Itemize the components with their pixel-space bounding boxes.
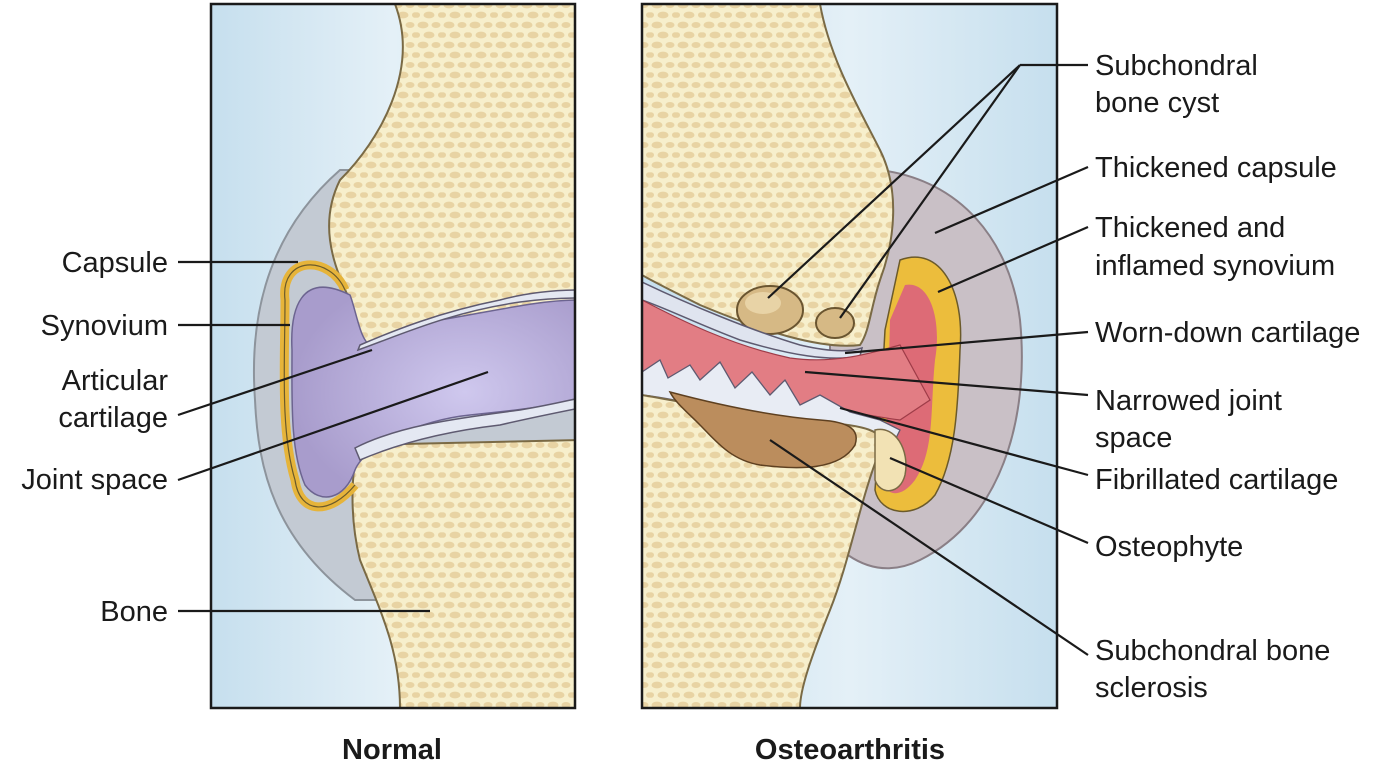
label-joint-space: Joint space — [21, 464, 168, 496]
oa-subchondral-sclerosis — [668, 390, 857, 469]
normal-panel-frame — [209, 2, 577, 710]
oa-subchondral-cyst-small — [815, 307, 855, 339]
label-narrowed-joint-space-line1: Narrowed joint — [1095, 385, 1282, 417]
label-thickened-synovium-line2: inflamed synovium — [1095, 250, 1335, 282]
leader-lines — [177, 63, 1089, 656]
normal-lower-bone — [351, 439, 575, 708]
label-worn-down-cartilage: Worn-down cartilage — [1095, 317, 1360, 349]
label-subchondral-sclerosis-line2: sclerosis — [1095, 672, 1208, 704]
oa-upper-bone — [642, 4, 895, 347]
label-fibrillated-cartilage: Fibrillated cartilage — [1095, 464, 1338, 496]
label-thickened-synovium-line1: Thickened and — [1095, 212, 1285, 244]
osteoarthritis-panel-frame — [640, 2, 1059, 710]
osteoarthritis-panel — [642, 4, 1057, 708]
normal-lower-cartilage — [354, 398, 575, 461]
caption-normal: Normal — [342, 734, 442, 762]
label-subchondral-sclerosis-line1: Subchondral bone — [1095, 635, 1330, 667]
label-thickened-capsule: Thickened capsule — [1095, 152, 1337, 184]
label-articular-cartilage-line1: Articular — [62, 365, 169, 397]
label-articular-cartilage-line2: cartilage — [58, 402, 168, 434]
normal-upper-cartilage — [356, 289, 575, 352]
osteoarthritis-labels: Subchondral bone cyst Thickened capsule … — [1095, 50, 1360, 704]
label-osteophyte: Osteophyte — [1095, 531, 1243, 563]
oa-osteophyte — [874, 428, 907, 492]
label-subchondral-bone-cyst-line2: bone cyst — [1095, 87, 1219, 119]
normal-labels: Capsule Synovium Articular cartilage Joi… — [21, 247, 168, 628]
label-narrowed-joint-space-line2: space — [1095, 422, 1172, 454]
normal-panel — [211, 4, 575, 708]
caption-osteoarthritis: Osteoarthritis — [755, 734, 945, 762]
label-subchondral-bone-cyst-line1: Subchondral — [1095, 50, 1258, 82]
label-synovium: Synovium — [41, 310, 168, 342]
label-bone: Bone — [100, 596, 168, 628]
label-capsule: Capsule — [62, 247, 168, 279]
